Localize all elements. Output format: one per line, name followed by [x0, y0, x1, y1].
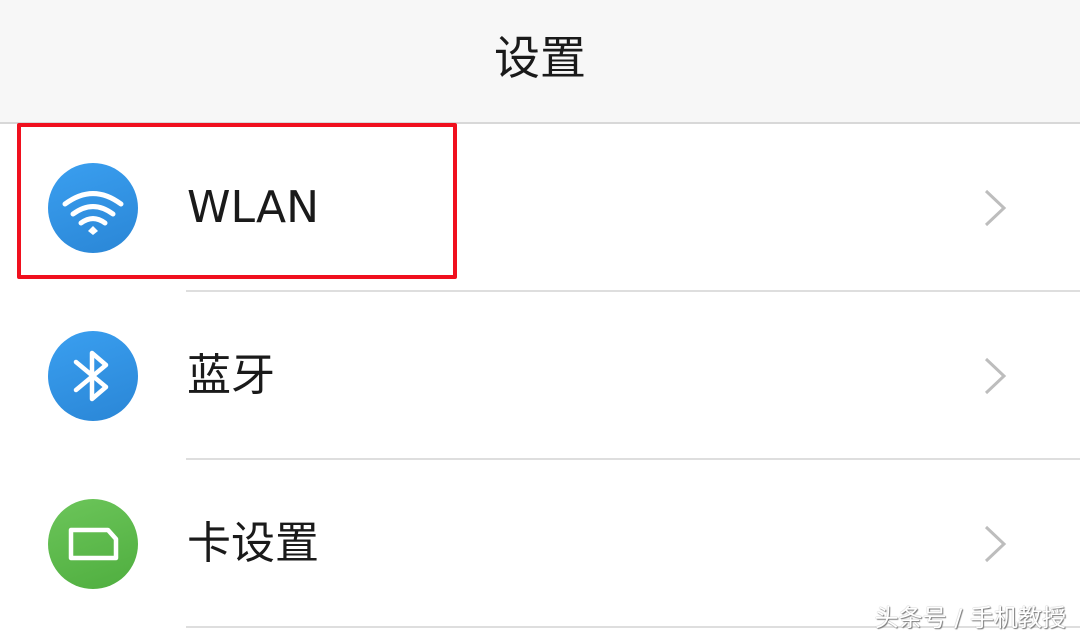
divider [186, 290, 1080, 292]
bluetooth-icon [48, 331, 138, 421]
settings-item-sim-card[interactable]: 卡设置 [0, 460, 1080, 628]
wifi-icon [48, 163, 138, 253]
highlight-box [17, 123, 457, 279]
settings-item-wlan[interactable]: WLAN [0, 124, 1080, 292]
page-title: 设置 [494, 31, 586, 85]
chevron-right-icon [984, 357, 1007, 395]
sim-card-label: 卡设置 [187, 518, 319, 569]
chevron-right-icon [984, 525, 1007, 563]
bluetooth-label: 蓝牙 [187, 350, 275, 401]
watermark: 头条号 / 手机教授 [874, 604, 1066, 632]
wlan-label: WLAN [187, 182, 320, 233]
header: 设置 [0, 0, 1080, 124]
divider [186, 626, 1080, 628]
sim-card-icon [48, 499, 138, 589]
divider [186, 458, 1080, 460]
chevron-right-icon [984, 189, 1007, 227]
settings-item-bluetooth[interactable]: 蓝牙 [0, 292, 1080, 460]
